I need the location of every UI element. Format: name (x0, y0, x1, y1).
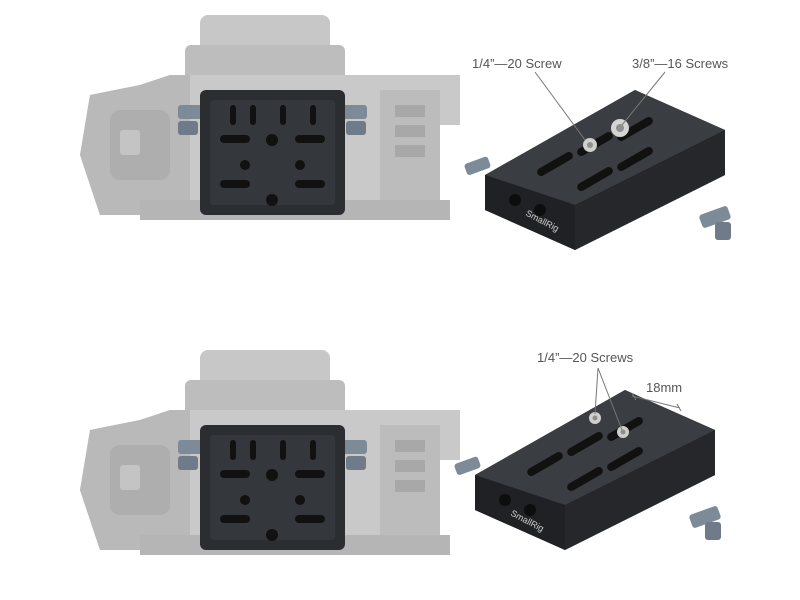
callout-screw-1-4-20: 1/4”—20 Screw (472, 56, 562, 71)
callout-screws-3-8-16: 3/8”—16 Screws (632, 56, 729, 71)
callout-18mm: 18mm (646, 380, 682, 395)
camera-top-view-illustration (80, 15, 460, 220)
camera-top-view-illustration-2 (80, 350, 460, 555)
baseplate-angled-illustration-2: SmallRig (453, 390, 722, 550)
baseplate-angled-illustration: SmallRig (463, 90, 732, 250)
callout-screws-1-4-20: 1/4”—20 Screws (537, 350, 634, 365)
